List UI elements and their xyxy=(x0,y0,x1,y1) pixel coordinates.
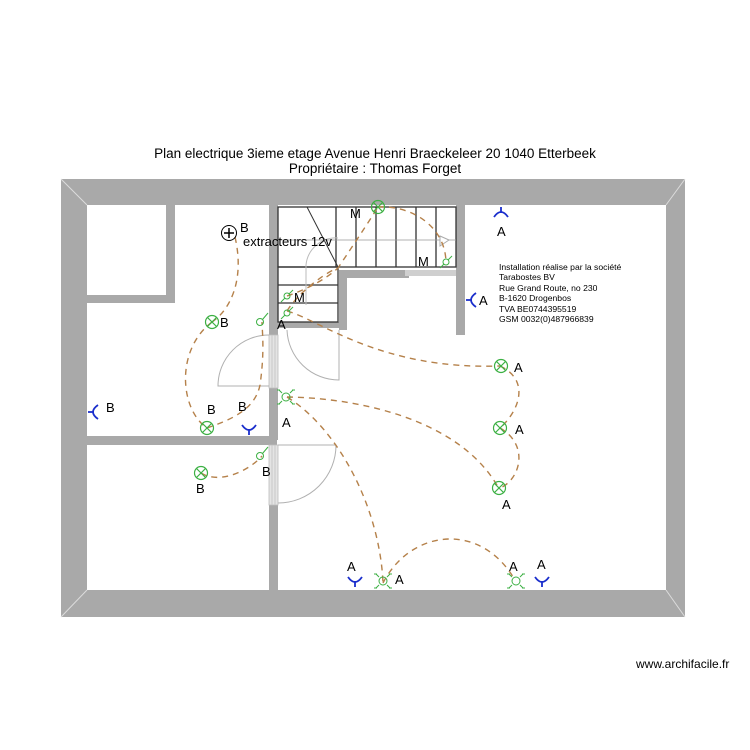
label-b: B xyxy=(262,464,271,479)
light-fixtures xyxy=(193,199,509,496)
light-point-icon xyxy=(492,420,508,436)
label-a: A xyxy=(515,422,524,437)
walls xyxy=(61,179,685,617)
label-b: B xyxy=(106,400,115,415)
door-swing-right-lower xyxy=(277,444,337,504)
stair-marker: M xyxy=(294,290,305,305)
installer-vat: TVA BE0744395519 xyxy=(499,303,577,314)
stair-marker: M xyxy=(350,206,361,221)
installer-city: B-1620 Drogenbos xyxy=(499,293,572,304)
extractor-label: extracteurs 12v xyxy=(243,234,332,249)
closet-wall-horizontal xyxy=(87,295,175,303)
label-b: B xyxy=(220,315,229,330)
outlet-icon xyxy=(347,576,363,587)
stair-wall-horizontal xyxy=(339,270,409,278)
light-point-icon xyxy=(199,420,215,436)
label-b: B xyxy=(238,399,247,414)
wall-joints xyxy=(60,178,686,618)
light-point-icon xyxy=(204,314,220,330)
outer-wall xyxy=(61,179,685,617)
stair-wall-vertical xyxy=(339,270,347,330)
installer-line: Installation réalise par la société xyxy=(499,262,622,272)
label-a: A xyxy=(277,317,286,332)
corridor-wall-bottom xyxy=(269,505,278,590)
corridor-wall-top xyxy=(269,205,278,335)
outlet-icon xyxy=(88,404,99,420)
label-a: A xyxy=(347,559,356,574)
watermark-link[interactable]: www.archifacile.fr xyxy=(636,657,730,671)
label-b: B xyxy=(196,481,205,496)
corridor-wall-mid xyxy=(269,388,278,440)
extractor-fan-icon xyxy=(221,225,237,241)
outlets xyxy=(88,207,550,587)
stair-direction-arrow-icon xyxy=(439,235,451,247)
switch-icon xyxy=(256,446,269,460)
staircase xyxy=(277,206,457,323)
installer-phone: GSM 0032(0)487966839 xyxy=(499,314,594,325)
switches xyxy=(256,255,453,460)
label-a: A xyxy=(514,360,523,375)
label-a: A xyxy=(497,224,506,239)
installer-address: Rue Grand Route, no 230 xyxy=(499,282,598,293)
wall-lights xyxy=(277,389,525,589)
label-a: A xyxy=(282,415,291,430)
wiring xyxy=(184,206,520,584)
switch-icon xyxy=(439,255,453,269)
light-point-icon xyxy=(493,358,509,374)
label-a: A xyxy=(479,293,488,308)
installer-name: Tarabostes BV xyxy=(499,272,555,283)
label-a: A xyxy=(502,497,511,512)
wall-light-icon xyxy=(277,389,295,405)
door-swing-stair xyxy=(286,329,340,381)
wall-light-icon xyxy=(374,573,392,589)
light-point-icon xyxy=(491,480,507,496)
doors xyxy=(217,329,340,506)
label-b: B xyxy=(240,220,249,235)
closet-wall-vertical xyxy=(166,205,175,303)
outlet-icon xyxy=(534,576,550,587)
door-leaf-lower[interactable] xyxy=(268,444,279,506)
outlet-icon xyxy=(241,424,257,435)
door-swing-left-upper xyxy=(217,334,270,387)
plan-title: Plan electrique 3ieme etage Avenue Henri… xyxy=(154,146,596,161)
right-partition-wall xyxy=(456,205,465,335)
light-point-icon xyxy=(370,199,386,215)
wall-light-icon xyxy=(507,573,525,589)
owner-subtitle: Propriétaire : Thomas Forget xyxy=(288,161,462,176)
switch-icon xyxy=(280,306,294,320)
room-divider-wall xyxy=(87,436,277,445)
outlet-icon xyxy=(466,292,477,308)
switch-icon xyxy=(280,289,294,303)
stair-marker: M xyxy=(418,254,429,269)
outlet-icon xyxy=(493,207,509,218)
stair-landing-wall xyxy=(278,322,340,328)
switch-icon xyxy=(256,312,269,326)
label-a: A xyxy=(395,572,404,587)
label-a: A xyxy=(509,559,518,574)
label-b: B xyxy=(207,402,216,417)
stair-rail xyxy=(405,270,456,276)
circuit-labels: B extracteurs 12v B B B B B B A A A A A … xyxy=(106,206,546,587)
light-point-icon xyxy=(193,465,209,481)
label-a: A xyxy=(537,557,546,572)
door-leaf-upper[interactable] xyxy=(268,334,279,389)
